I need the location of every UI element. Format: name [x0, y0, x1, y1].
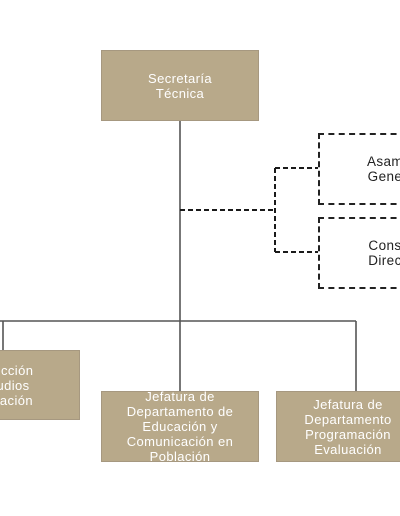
- label-line: Departamento de: [126, 404, 234, 419]
- node-consejo-directivo: Cons Direc: [318, 217, 400, 289]
- node-jefatura-programacion-label: Jefatura de Departamento Programación Ev…: [304, 397, 391, 457]
- node-jefatura-educacion: Jefatura de Departamento de Educación y …: [101, 389, 259, 464]
- label-line: Programación: [305, 426, 391, 442]
- label-line: tudios: [0, 377, 30, 393]
- label-line: Cons: [368, 238, 400, 253]
- label-line: Gene: [367, 169, 400, 184]
- node-asamblea-general: Asam Gene: [318, 133, 400, 205]
- node-secretaria-tecnica-label: Secretaría Técnica: [148, 71, 212, 101]
- label-line: Evaluación: [314, 441, 382, 457]
- label-line: Jefatura de: [313, 396, 383, 412]
- label-line: Jefatura de: [145, 389, 215, 404]
- node-jefatura-programacion: Jefatura de Departamento Programación Ev…: [276, 391, 400, 462]
- label-line: rección: [0, 362, 34, 378]
- label-line: Técnica: [155, 85, 205, 101]
- node-secretaria-tecnica: Secretaría Técnica: [101, 50, 259, 121]
- label-line: Direc: [368, 253, 400, 268]
- label-line: Educación y: [142, 419, 218, 434]
- label-line: Departamento: [304, 411, 392, 427]
- label-line: Asam: [366, 154, 400, 169]
- node-asamblea-general-label: Asam Gene: [353, 154, 400, 184]
- label-line: blación: [0, 392, 33, 408]
- node-jefatura-educacion-label: Jefatura de Departamento de Educación y …: [127, 389, 233, 464]
- node-consejo-directivo-label: Cons Direc: [354, 238, 400, 268]
- node-direccion-estudios: rección tudios blación: [0, 350, 80, 420]
- label-line: Secretaría: [148, 70, 212, 86]
- label-line: Población: [149, 449, 211, 464]
- node-direccion-estudios-label: rección tudios blación: [0, 363, 33, 408]
- label-line: Comunicación en: [126, 434, 234, 449]
